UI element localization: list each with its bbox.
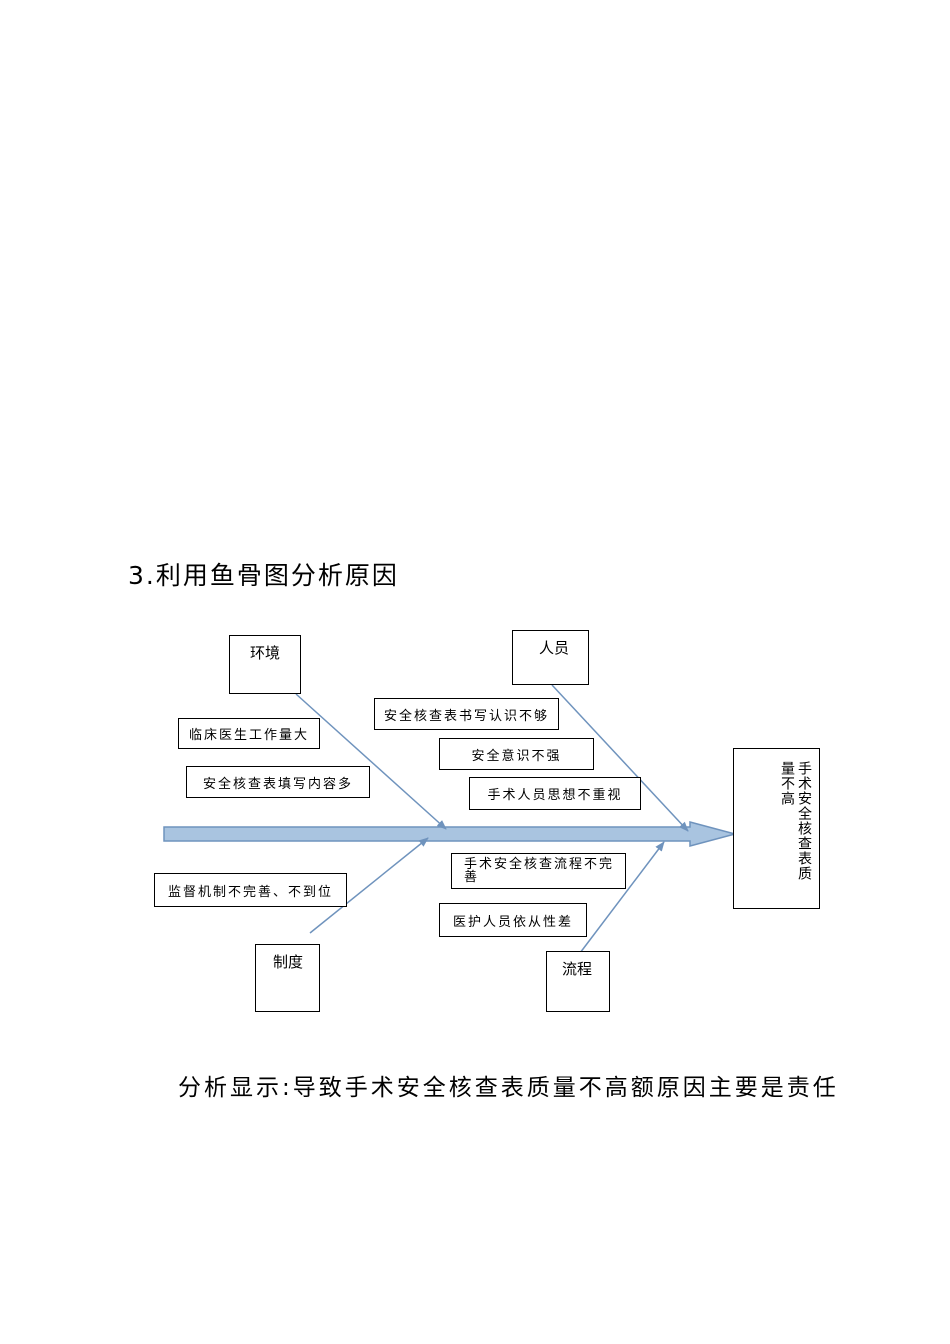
bone-personnel: [551, 684, 689, 832]
cause-box: 手术安全核查流程不完善: [451, 853, 626, 889]
analysis-summary: 分析显示:导致手术安全核查表质量不高额原因主要是责任: [178, 1075, 839, 1101]
bone-environment: [295, 693, 447, 830]
bone-system: [309, 837, 429, 934]
category-box-environment: 环境: [229, 635, 301, 694]
cause-box: 安全意识不强: [439, 738, 594, 770]
effect-text-left: 量不高: [779, 761, 795, 806]
cause-box: 安全核查表填写内容多: [186, 766, 370, 798]
effect-text-right: 手术安全核查表质: [796, 761, 812, 881]
section-heading: 3.利用鱼骨图分析原因: [128, 561, 399, 590]
spine-arrow: [163, 821, 738, 847]
cause-box: 监督机制不完善、不到位: [154, 873, 347, 907]
category-box-process: 流程: [546, 951, 610, 1012]
cause-box: 临床医生工作量大: [178, 718, 320, 749]
category-label-personnel: 人员: [539, 639, 570, 657]
category-box-personnel: 人员: [512, 630, 589, 685]
category-box-system: 制度: [255, 944, 320, 1012]
cause-box: 手术人员思想不重视: [469, 777, 641, 810]
category-label-environment: 环境: [250, 644, 281, 662]
cause-box: 安全核查表书写认识不够: [374, 698, 559, 730]
category-label-process: 流程: [562, 960, 593, 978]
cause-box: 医护人员依从性差: [439, 903, 587, 937]
effect-box: 手术安全核查表质 量不高: [733, 748, 820, 909]
bone-process: [579, 841, 665, 954]
category-label-system: 制度: [273, 953, 304, 971]
